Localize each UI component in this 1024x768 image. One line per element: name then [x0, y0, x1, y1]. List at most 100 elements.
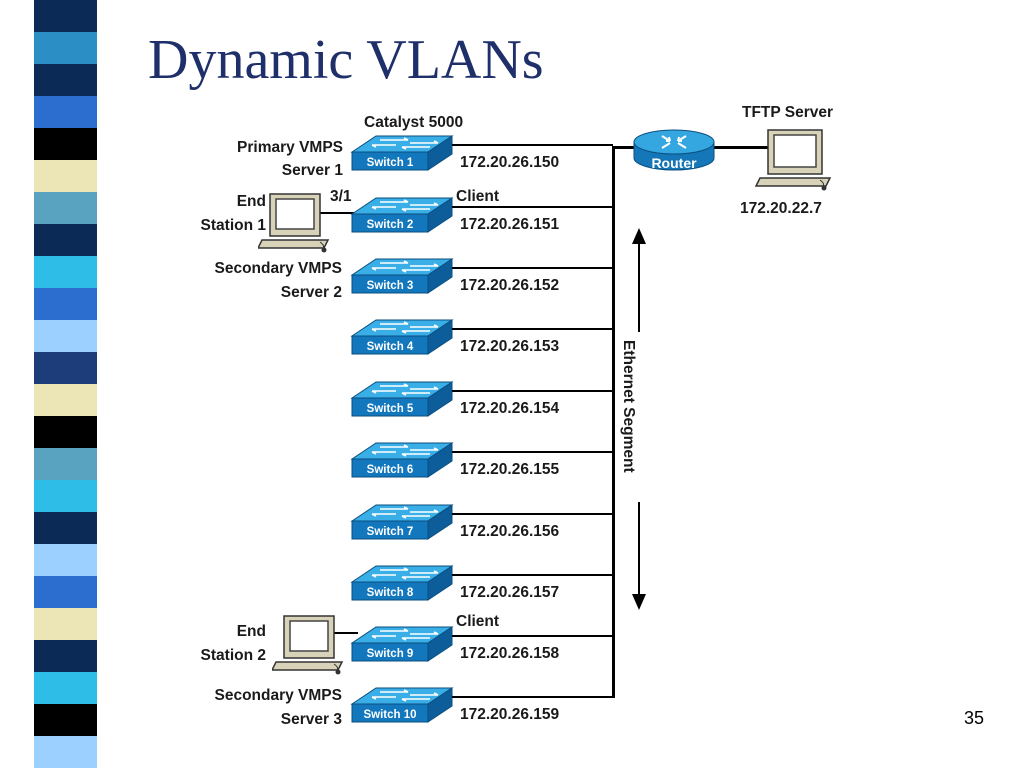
primary-vmps-label: Primary VMPS: [237, 139, 343, 156]
switch-10: Switch 10: [350, 686, 454, 726]
tftp-server: [754, 128, 838, 197]
switch-9: Switch 9: [350, 625, 454, 665]
switch-link-line: [452, 328, 613, 330]
router: Router: [632, 128, 716, 174]
stripe-segment: [34, 192, 97, 224]
switch-6: Switch 6: [350, 441, 454, 481]
stripe-segment: [34, 512, 97, 544]
stripe-segment: [34, 320, 97, 352]
switch-link-line: [452, 144, 613, 146]
switch-icon: [350, 197, 454, 233]
switch-label: Switch 5: [366, 403, 414, 415]
switch-icon: [350, 135, 454, 171]
switch-label: Switch 1: [366, 157, 414, 169]
stripe-segment: [34, 160, 97, 192]
stripe-segment: [34, 672, 97, 704]
switch-ip-label: 172.20.26.154: [460, 400, 560, 417]
switch-icon: [350, 687, 454, 723]
switch-5: Switch 5: [350, 380, 454, 420]
server-2-label: Server 2: [280, 284, 342, 301]
stripe-segment: [34, 480, 97, 512]
stripe-segment: [34, 704, 97, 736]
port-label: 3/1: [330, 188, 352, 205]
end-station-1-label: Station 1: [200, 217, 266, 234]
switch-ip-label: 172.20.26.158: [460, 645, 560, 662]
switch-icon: [350, 381, 454, 417]
switch-ip-label: 172.20.26.150: [460, 154, 560, 171]
stripe-segment: [34, 96, 97, 128]
stripe-segment: [34, 32, 97, 64]
end-station-2: [270, 614, 350, 681]
stripe-segment: [34, 288, 97, 320]
tftp-ip-label: 172.20.22.7: [740, 200, 822, 217]
page-number: 35: [964, 708, 985, 728]
switch-7: Switch 7: [350, 503, 454, 543]
ethernet-segment-label: Ethernet Segment: [620, 340, 637, 473]
stripe-segment: [34, 352, 97, 384]
switch-label: Switch 3: [366, 280, 414, 292]
end-station-1-end-label: End: [236, 193, 266, 210]
stripe-segment: [34, 416, 97, 448]
computer-icon: [270, 615, 344, 675]
switch-2: Switch 2: [350, 196, 454, 236]
switch-icon: [350, 626, 454, 662]
switch-link-line: [452, 390, 613, 392]
end-station-2-end-label: End: [236, 623, 266, 640]
switch-icon: [350, 258, 454, 294]
switch-4: Switch 4: [350, 318, 454, 358]
switch-8: Switch 8: [350, 564, 454, 604]
tftp-link-line: [714, 146, 770, 149]
switch-ip-label: 172.20.26.156: [460, 523, 560, 540]
stripe-segment: [34, 576, 97, 608]
stripe-segment: [34, 448, 97, 480]
end-station-2-label: Station 2: [200, 647, 266, 664]
switch-1: Switch 1: [350, 134, 454, 174]
switch-link-line: [452, 513, 613, 515]
switch-ip-label: 172.20.26.151: [460, 216, 560, 233]
tftp-server-label: TFTP Server: [742, 104, 834, 121]
stripe-segment: [34, 608, 97, 640]
switch-link-line: [452, 206, 613, 208]
secondary-vmps-1-label: Secondary VMPS: [214, 260, 343, 277]
router-link-line: [612, 146, 636, 149]
switch-label: Switch 2: [366, 219, 414, 231]
switch-link-line: [452, 696, 613, 698]
end-station-2-link-line: [322, 632, 358, 634]
stripe-segment: [34, 256, 97, 288]
stripe-segment: [34, 128, 97, 160]
switch-label: Switch 10: [363, 709, 417, 721]
switch-icon: [350, 442, 454, 478]
switch-ip-label: 172.20.26.159: [460, 706, 560, 723]
switch-icon: [350, 319, 454, 355]
stripe-segment: [34, 384, 97, 416]
computer-icon: [256, 193, 330, 253]
client-2-label: Client: [456, 613, 500, 630]
secondary-vmps-2-label: Secondary VMPS: [214, 687, 343, 704]
switch-link-line: [452, 451, 613, 453]
stripe-segment: [34, 224, 97, 256]
router-label: Router: [651, 155, 697, 171]
switch-ip-label: 172.20.26.152: [460, 277, 560, 294]
switch-label: Switch 4: [366, 341, 414, 353]
server-3-label: Server 3: [280, 711, 342, 728]
end-station-1-link-line: [320, 212, 356, 214]
end-station-1: [256, 192, 336, 259]
switch-ip-label: 172.20.26.155: [460, 461, 560, 478]
switch-icon: [350, 504, 454, 540]
switch-link-line: [452, 267, 613, 269]
switch-ip-label: 172.20.26.157: [460, 584, 560, 601]
stripe-segment: [34, 0, 97, 32]
switch-label: Switch 7: [366, 526, 414, 538]
switch-label: Switch 8: [366, 587, 414, 599]
computer-icon: [754, 129, 832, 191]
ethernet-backbone-line: [612, 146, 615, 698]
switch-label: Switch 6: [366, 464, 414, 476]
decorative-stripe-bar: [34, 0, 97, 768]
slide-title: Dynamic VLANs: [148, 29, 544, 91]
switch-link-line: [452, 635, 613, 637]
switch-link-line: [452, 574, 613, 576]
server-1-label: Server 1: [281, 162, 343, 179]
ethernet-segment-arrow: [632, 228, 646, 610]
switch-ip-label: 172.20.26.153: [460, 338, 560, 355]
switch-icon: [350, 565, 454, 601]
